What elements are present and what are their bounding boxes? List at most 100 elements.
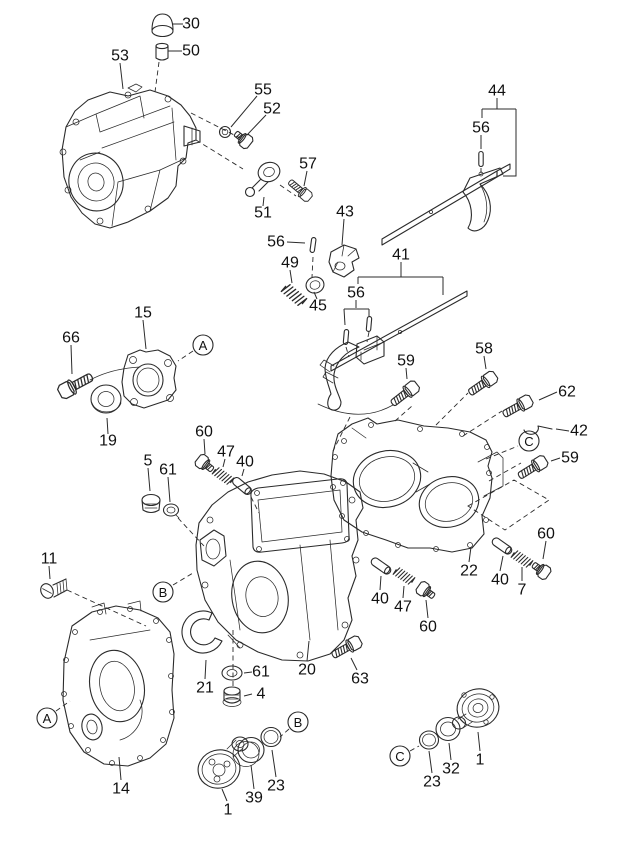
part-label-p56b: 56: [267, 234, 285, 251]
part-label-p42: 42: [570, 423, 588, 440]
bolt-66-drawing: [55, 369, 97, 402]
part-label-p23a: 23: [267, 778, 285, 795]
part-label-p40c: 40: [491, 572, 509, 589]
bolt-58-drawing: [465, 368, 500, 400]
part-label-p58: 58: [475, 341, 493, 358]
part-label-p59a: 59: [397, 353, 415, 370]
leader-lines: [48, 23, 570, 802]
breather-50-drawing: [155, 42, 169, 61]
bolt-63-drawing: [328, 633, 365, 662]
part-label-p14: 14: [112, 781, 130, 798]
part-label-p19: 19: [99, 433, 117, 450]
part-label-p30: 30: [182, 16, 200, 33]
part-label-p51: 51: [254, 205, 272, 222]
ref-marker-A1: A: [192, 334, 214, 356]
screw-11-drawing: [40, 578, 68, 599]
case-cover-22-drawing: [330, 417, 504, 553]
ref-markers-layer: A A B B C C: [36, 334, 540, 767]
svg-text:C: C: [524, 434, 533, 449]
part-label-p1b: 1: [476, 752, 485, 769]
bolt-60-right-drawing: [528, 558, 553, 582]
pin-40-mid-drawing: [369, 555, 393, 577]
part-label-p47a: 47: [217, 444, 235, 461]
part-label-p52: 52: [263, 101, 281, 118]
switch-51-drawing: [244, 161, 281, 198]
part-label-p61a: 61: [159, 462, 177, 479]
bolt-59-lower-drawing: [515, 453, 551, 483]
ref-marker-C2: C: [389, 745, 411, 767]
part-label-p63: 63: [351, 671, 369, 688]
part-labels-layer: 3050535552575144564356494541566615195616…: [41, 16, 588, 819]
collar-19-drawing: [90, 384, 122, 414]
svg-text:B: B: [294, 715, 303, 730]
ref-marker-C1: C: [518, 430, 540, 452]
spring-47-mid-drawing: [392, 566, 416, 586]
part-label-p60a: 60: [195, 424, 213, 441]
spring-49-drawing: [280, 282, 308, 308]
svg-text:A: A: [43, 711, 52, 726]
flange-1-right-drawing: [451, 688, 500, 730]
part-label-p56a: 56: [472, 120, 490, 137]
bushing-45-drawing: [305, 276, 325, 294]
svg-text:A: A: [199, 338, 208, 353]
part-label-p4: 4: [257, 686, 266, 703]
part-label-p1a: 1: [224, 802, 233, 819]
routing-lines: [89, 366, 394, 415]
part-label-p15: 15: [134, 305, 152, 322]
part-label-p22: 22: [460, 563, 478, 580]
flange-1-left-drawing: [197, 736, 249, 789]
ref-marker-B1: B: [152, 581, 174, 603]
assembled-transaxle-drawing: [59, 83, 201, 229]
svg-text:C: C: [395, 749, 404, 764]
washer-61-bottom-drawing: [221, 665, 243, 681]
snap-plate-21-drawing: [181, 610, 223, 654]
part-label-p21: 21: [196, 680, 214, 697]
part-label-p66: 66: [62, 330, 80, 347]
part-label-p43: 43: [336, 204, 354, 221]
part-label-p39: 39: [245, 790, 263, 807]
screw-57-drawing: [285, 176, 315, 204]
plug-5-drawing: [141, 493, 161, 514]
ref-marker-B2: B: [287, 711, 309, 733]
part-label-p5: 5: [144, 453, 153, 470]
part-label-p50: 50: [182, 43, 200, 60]
part-label-p40a: 40: [236, 454, 254, 471]
part-label-p7: 7: [518, 582, 527, 599]
main-case-20-drawing: [195, 470, 364, 662]
part-label-p60b: 60: [419, 619, 437, 636]
part-label-p53: 53: [111, 48, 129, 65]
part-label-p44: 44: [488, 83, 506, 100]
spring-47-left-drawing: [211, 466, 235, 486]
bracket-43-drawing: [328, 244, 360, 278]
part-label-p62: 62: [558, 384, 576, 401]
part-label-p45: 45: [309, 298, 327, 315]
bearing-retainer-15-drawing: [121, 349, 177, 409]
shift-fork-44-drawing: [381, 163, 511, 246]
side-cover-14-drawing: [61, 600, 175, 767]
seal-39-drawing: [232, 736, 265, 767]
part-label-p47b: 47: [394, 599, 412, 616]
part-label-p61b: 61: [252, 664, 270, 681]
part-label-p11: 11: [41, 551, 58, 568]
part-label-p59b: 59: [561, 450, 579, 467]
washer-61-left-drawing: [162, 503, 180, 519]
bolt-60-mid-drawing: [414, 579, 439, 603]
phantom-plate-outline: [467, 479, 550, 531]
part-label-p49: 49: [281, 255, 299, 272]
shift-rod-41-drawing: [319, 290, 468, 411]
part-label-p60c: 60: [537, 526, 555, 543]
part-label-p56c: 56: [347, 285, 365, 302]
part-label-p41: 41: [392, 247, 410, 264]
bolt-59-upper-drawing: [387, 378, 422, 410]
spring-7-drawing: [510, 549, 534, 569]
part-label-p23b: 23: [423, 774, 441, 791]
part-label-p20: 20: [298, 662, 316, 679]
part-label-p40b: 40: [371, 591, 389, 608]
ref-marker-A2: A: [36, 707, 58, 729]
washer-55-drawing: [218, 125, 232, 139]
assembly-axis-lines: [55, 61, 522, 752]
bearing-32-drawing: [435, 716, 461, 742]
bolt-62-drawing: [499, 392, 536, 421]
